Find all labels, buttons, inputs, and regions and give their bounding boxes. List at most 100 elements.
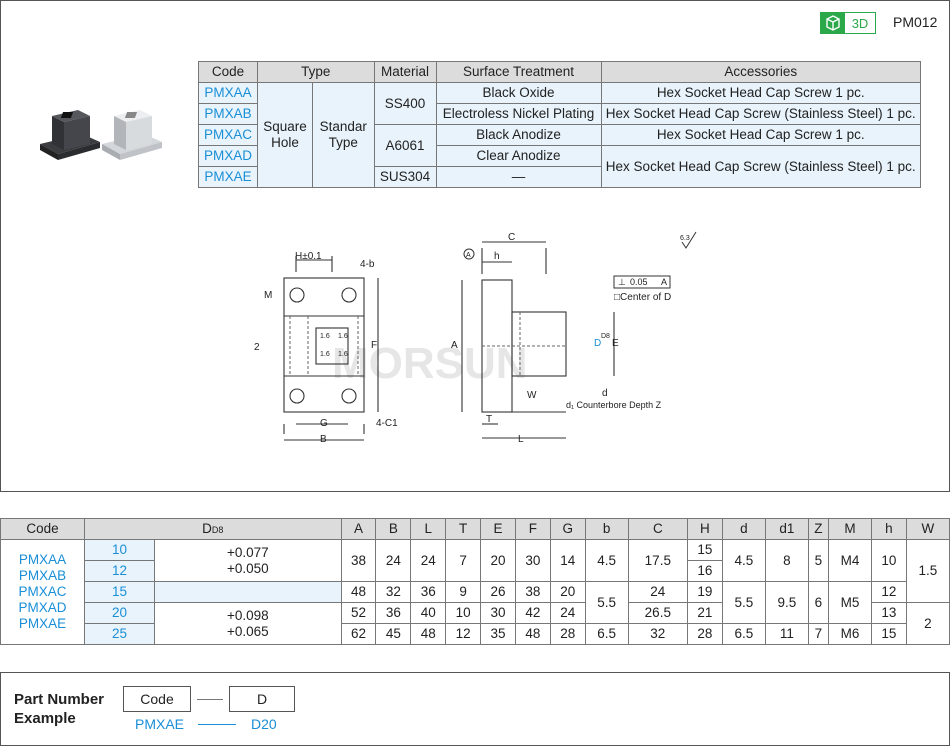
col-g: G xyxy=(549,518,586,540)
center-label: □Center of D xyxy=(614,292,671,303)
code-list: PMXAA PMXAB PMXAC PMXAD PMXAE xyxy=(0,539,85,645)
cell-h: 16 xyxy=(686,560,723,582)
d-tolerance: +0.077 +0.050 xyxy=(154,539,342,582)
cell-l: 48 xyxy=(410,623,447,645)
cell-e: 35 xyxy=(480,623,516,645)
spec-row: PMXAC A6061 Black Anodize Hex Socket Hea… xyxy=(198,124,921,167)
cell-h: 28 xyxy=(686,623,723,645)
cell-g: 14 xyxy=(549,539,586,582)
cell-b: 24 xyxy=(375,539,412,582)
cell-h-small: 12 xyxy=(870,581,907,603)
material-cell: SS400 xyxy=(373,82,437,125)
d-value[interactable]: 25 xyxy=(83,623,156,645)
cell-t: 9 xyxy=(445,581,482,603)
accessory-cell: Hex Socket Head Cap Screw 1 pc. xyxy=(600,124,921,146)
cell-m: M6 xyxy=(827,623,872,645)
tolerance-symbol: ⊥ xyxy=(618,277,626,287)
example-title: Part Number Example xyxy=(14,691,105,727)
label-a: A xyxy=(451,340,458,351)
code-item[interactable]: PMXAA xyxy=(18,551,67,567)
cell-b: 45 xyxy=(375,623,412,645)
cell-z: 6 xyxy=(807,581,829,624)
cell-g: 28 xyxy=(549,623,586,645)
d-value[interactable]: 12 xyxy=(83,560,156,582)
roughness-a: 1.6 xyxy=(320,333,330,340)
cell-a: 38 xyxy=(340,539,377,582)
spec-header-row: Code Type Material Surface Treatment Acc… xyxy=(198,61,921,83)
type-standard: Standar Type xyxy=(312,82,375,188)
label-c: C xyxy=(508,232,515,243)
surface-cell: Black Anodize xyxy=(435,124,602,146)
roughness-c: 1.6 xyxy=(320,351,330,358)
code-item[interactable]: PMXAD xyxy=(18,600,67,616)
cell-b: 32 xyxy=(375,581,412,603)
cell-z: 7 xyxy=(807,623,829,645)
accessory-cell: Hex Socket Head Cap Screw (Stainless Ste… xyxy=(600,103,921,125)
col-h-small: h xyxy=(870,518,907,540)
product-code: PM012 xyxy=(893,14,938,30)
cell-g: 20 xyxy=(549,581,586,603)
d-value[interactable]: 10 xyxy=(83,539,156,561)
tolerance-ref: A xyxy=(661,277,667,287)
cell-b: 36 xyxy=(375,602,412,624)
cell-f: 42 xyxy=(514,602,551,624)
code-item[interactable]: PMXAB xyxy=(18,567,67,583)
col-c: C xyxy=(627,518,688,540)
material-cell: SUS304 xyxy=(373,166,437,188)
code-cell[interactable]: PMXAB xyxy=(198,103,258,125)
accessory-cell: Hex Socket Head Cap Screw (Stainless Ste… xyxy=(600,145,921,188)
cell-w: 2 xyxy=(905,602,950,645)
d-value[interactable]: 20 xyxy=(83,602,156,624)
cell-l: 24 xyxy=(410,539,447,582)
code-cell[interactable]: PMXAD xyxy=(198,145,258,167)
label-t: T xyxy=(486,414,492,425)
code-cell[interactable]: PMXAE xyxy=(198,166,258,188)
cell-t: 7 xyxy=(445,539,482,582)
watermark: MORSUN xyxy=(332,339,528,388)
code-item[interactable]: PMXAC xyxy=(18,583,67,599)
table-row: PMXAA PMXAB PMXAC PMXAD PMXAE 10 +0.077 … xyxy=(0,539,950,645)
cell-b-small: 4.5 xyxy=(584,539,629,582)
col-code: Code xyxy=(0,518,85,540)
cell-d: 5.5 xyxy=(721,581,766,624)
cell-h-small: 13 xyxy=(870,602,907,624)
col-b: B xyxy=(375,518,412,540)
code-cell[interactable]: PMXAC xyxy=(198,124,258,146)
code-item[interactable]: PMXAE xyxy=(18,616,67,632)
code-cell[interactable]: PMXAA xyxy=(198,82,258,104)
label-l: L xyxy=(518,434,524,445)
label-dd8-sub: D8 xyxy=(601,333,610,340)
col-m: M xyxy=(827,518,872,540)
cell-m: M5 xyxy=(827,581,872,624)
d-tolerance-empty xyxy=(154,581,342,603)
view-3d-button[interactable]: 3D xyxy=(820,12,876,34)
surface-cell: Electroless Nickel Plating xyxy=(435,103,602,125)
label-b: B xyxy=(320,434,327,445)
label-h: h xyxy=(494,251,500,262)
spec-row: PMXAD Clear Anodize Hex Socket Head Cap … xyxy=(198,145,921,188)
cell-b-small: 5.5 xyxy=(584,581,629,624)
cell-d1: 9.5 xyxy=(764,581,809,624)
roughness-b: 1.6 xyxy=(338,333,348,340)
label-e: E xyxy=(612,338,619,349)
cell-z: 5 xyxy=(807,539,829,582)
col-w: W xyxy=(905,518,950,540)
d-value[interactable]: 15 xyxy=(83,581,156,603)
dim-header-row: Code DD8 A B L T E F G b C H d d1 Z M h … xyxy=(0,518,950,540)
table-row: 15 48 32 36 9 26 38 20 5.5 24 19 5.5 9.5… xyxy=(1,581,950,624)
label-m: M xyxy=(264,290,272,301)
col-f: F xyxy=(514,518,551,540)
col-t: T xyxy=(445,518,482,540)
spec-table: Code Type Material Surface Treatment Acc… xyxy=(198,61,921,188)
cell-a: 52 xyxy=(340,602,377,624)
cell-t: 10 xyxy=(445,602,482,624)
roughness-d: 1.6 xyxy=(338,351,348,358)
cell-e: 20 xyxy=(480,539,516,582)
spec-row: PMXAA Square Hole Standar Type SS400 Bla… xyxy=(198,82,921,188)
col-d-small: d xyxy=(721,518,766,540)
tolerance-value: 0.05 xyxy=(630,277,648,287)
label-f: F xyxy=(371,340,377,351)
cell-e: 26 xyxy=(480,581,516,603)
cell-d1: 11 xyxy=(764,623,809,645)
label-g: G xyxy=(320,418,328,429)
